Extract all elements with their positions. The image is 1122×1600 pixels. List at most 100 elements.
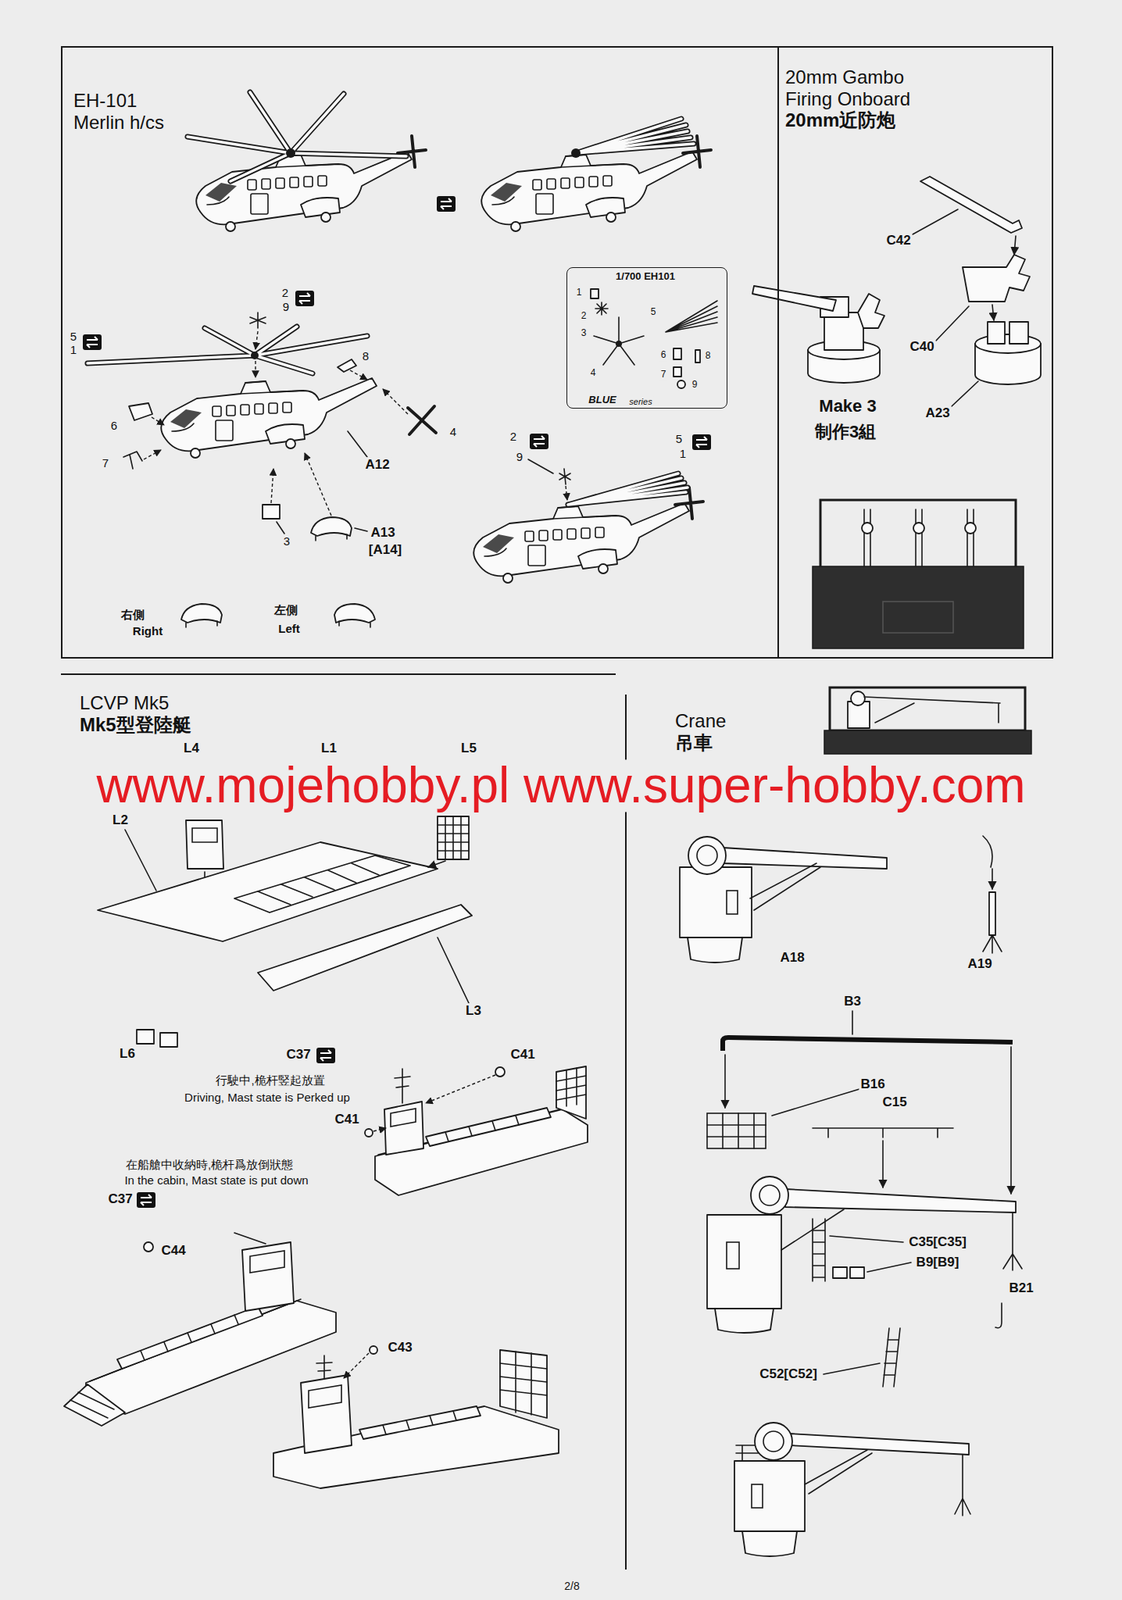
boat-drawing [382,1411,457,1435]
exploded-helicopter [143,450,161,460]
exploded-helicopter [350,370,368,380]
boat-exploded [437,816,469,860]
parts-rack [964,522,976,534]
boat-exploded [257,904,472,991]
callout-number: 1 [575,287,584,299]
helicopter-drawing [575,118,694,154]
boat-drawing [234,1232,285,1273]
boat-exploded [234,855,411,913]
parts-rack [850,691,865,706]
boat-drawing [316,1355,333,1380]
boat-drawing [390,1108,416,1127]
exploded-helicopter [87,312,436,541]
gun-drawing [987,321,1029,344]
panel-subtitle: 吊車 [675,732,1052,754]
crane-drawing [688,836,726,875]
boat-drawing [64,1384,126,1426]
crane-drawing [679,836,1002,963]
part-number: C42 [884,232,912,249]
callout-number: 9 [281,300,291,314]
parts-rack [864,509,974,567]
crane-drawing [726,890,738,915]
helicopter-drawing [397,135,426,168]
swap-icon [692,434,712,451]
boat-drawing [70,1392,115,1419]
part-number: C37 [106,1191,134,1208]
boat-exploded [160,1032,178,1047]
callout-number: 4 [448,425,458,439]
callout-number: 1 [678,446,688,461]
callout-number: 5 [68,329,79,344]
note-text: In the cabin, Mast state is put down [122,1173,310,1187]
parts-rack [812,500,1024,649]
callout-number: 3 [579,328,589,340]
crane-drawing [687,937,743,963]
exploded-helicopter [160,378,377,458]
crane-drawing [789,1433,969,1455]
part-number: A12 [363,457,391,473]
parts-rack [824,687,1032,754]
crane-exploded [707,1113,766,1149]
gun-drawing [1014,235,1016,255]
crane-exploded [1003,1212,1022,1271]
parts-rack [861,522,873,534]
crane-drawing [991,868,994,890]
crane-exploded [1010,1046,1012,1194]
helicopter-drawing [575,118,694,154]
boat-drawing [445,1115,519,1142]
exploded-helicopter [354,528,368,532]
callout-number: 1 [68,343,79,357]
helicopter-drawing [568,473,688,505]
crane-drawing [954,1454,971,1516]
exploded-helicopter [255,331,258,350]
crane-exploded [882,1328,901,1387]
exploded-helicopter [347,431,368,458]
boat-exploded [437,937,469,1004]
brand-logo: BLUE [586,394,618,407]
gun-drawing [824,312,864,351]
boat-drawing [140,1314,239,1361]
part-number: C43 [385,1339,414,1356]
photo-etch-parts [615,340,622,347]
callout-number: 2 [280,285,290,300]
instruction-panel: Crane吊車 [625,694,1055,1570]
parts-rack [913,522,925,534]
boat-drawing [556,1066,587,1119]
part-number: B3 [842,993,863,1010]
crane-drawing [734,1461,805,1532]
crane-drawing [742,1531,797,1557]
helicopter-drawing [285,148,296,158]
boat-drawing [364,1129,373,1137]
crane-exploded [995,1303,1002,1329]
boat-drawing [359,1406,481,1440]
exploded-helicopter [271,468,274,504]
helicopter-drawing [481,151,697,232]
boat-drawing [300,1375,352,1454]
crane-exploded [759,1185,780,1206]
part-number: C52[C52] [757,1366,819,1383]
callout-number: 6 [109,418,119,433]
panel-title: LCVP Mk5 [79,692,613,715]
crane-drawing [696,845,718,866]
exploded-helicopter [250,312,266,329]
page-number: 2/8 [562,1579,581,1593]
crane-exploded [707,1113,766,1149]
parts-rack [812,566,1024,649]
crane-exploded [722,1037,1013,1051]
boat-drawing [373,1128,386,1132]
crane-exploded [882,1140,884,1188]
photo-etch-parts [590,289,718,389]
part-number: L6 [117,1046,137,1062]
callout-number: 7 [100,456,111,470]
boat-drawing [364,1066,588,1196]
boat-drawing [64,1232,336,1426]
part-number: C40 [907,339,936,355]
part-number: C37 [284,1046,312,1063]
exploded-helicopter [310,517,352,541]
crane-exploded [812,1128,954,1138]
crane-drawing [763,1431,784,1452]
parts-rack [820,500,1016,569]
exploded-helicopter [337,359,357,372]
boat-exploded [257,863,379,905]
boat-drawing [425,1107,551,1147]
